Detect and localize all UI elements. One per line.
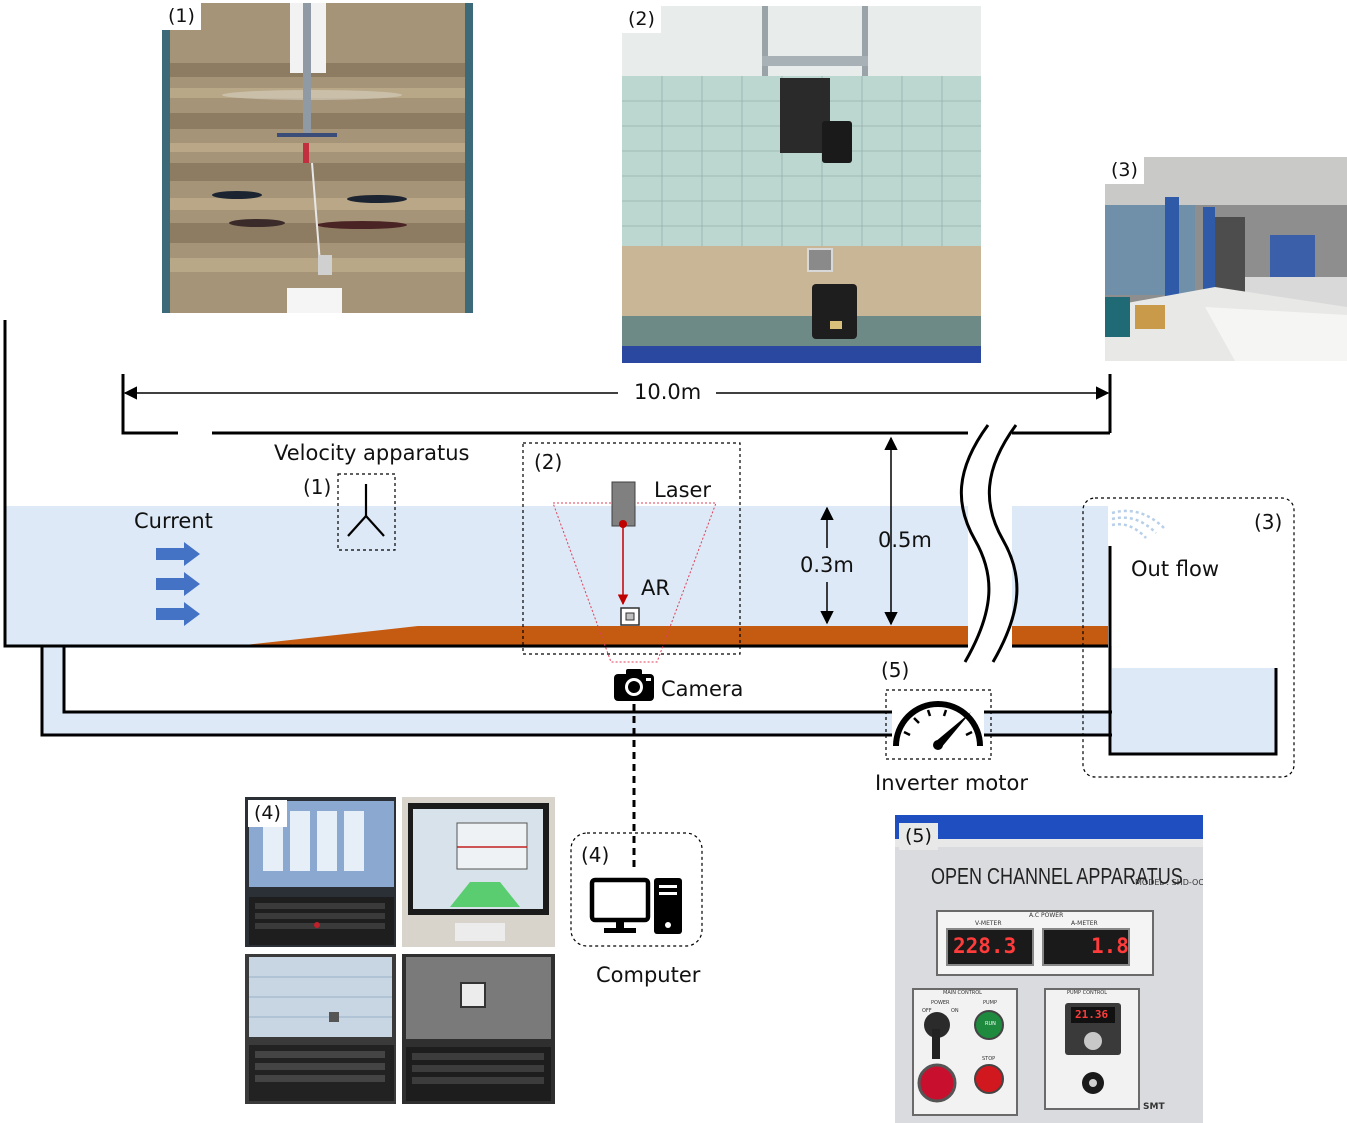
panel-brand: SMT bbox=[1143, 1102, 1165, 1112]
gauge-icon bbox=[892, 700, 984, 752]
panel-stop: STOP bbox=[982, 1056, 996, 1062]
velocity-apparatus-box bbox=[337, 473, 396, 551]
marker-3: (3) bbox=[1254, 510, 1283, 534]
panel-main-control: MAIN CONTROL bbox=[943, 990, 982, 996]
laser-zone-box bbox=[522, 442, 741, 655]
photo-tag-2: (2) bbox=[622, 6, 661, 33]
photo-control-panel: (5) OPEN CHANNEL APPARATUS MODEL : SHD-O… bbox=[895, 815, 1203, 1123]
marker-4: (4) bbox=[581, 843, 610, 867]
current-arrow-1 bbox=[156, 542, 200, 566]
panel-v-meter: V-METER bbox=[975, 920, 1002, 927]
break-symbol bbox=[959, 424, 1019, 663]
photo-tag-3: (3) bbox=[1105, 157, 1144, 184]
depth-label: 0.3m bbox=[800, 553, 854, 577]
photo-tag-5: (5) bbox=[899, 823, 938, 850]
photo-outflow-tank: (3) bbox=[1105, 157, 1347, 361]
panel-model: MODEL : SHD-OCS5 bbox=[1135, 878, 1203, 887]
computer-icon bbox=[589, 877, 682, 934]
velocity-apparatus-label: Velocity apparatus bbox=[274, 441, 470, 465]
photo-laser-rig-image bbox=[622, 6, 981, 363]
sediment-bed bbox=[236, 626, 1108, 646]
current-arrow-3 bbox=[156, 602, 200, 626]
tank-water bbox=[1112, 668, 1276, 754]
current-arrows bbox=[156, 542, 200, 626]
panel-pump: PUMP bbox=[983, 1000, 998, 1006]
laser-emitter bbox=[619, 520, 627, 528]
current-display: 1.8 bbox=[1091, 934, 1129, 958]
camera-icon bbox=[614, 669, 654, 701]
ar-label: AR bbox=[641, 576, 670, 600]
current-label: Current bbox=[134, 509, 213, 533]
photo-laser-rig: (2) bbox=[622, 6, 981, 363]
panel-on: ON bbox=[951, 1008, 959, 1014]
inverter-motor-box bbox=[885, 689, 992, 760]
photo-velocity-probe-image bbox=[162, 3, 473, 313]
marker-1: (1) bbox=[303, 475, 332, 499]
outflow-zone-box bbox=[1082, 497, 1295, 778]
panel-a-meter: A-METER bbox=[1071, 920, 1098, 927]
laser-body bbox=[611, 481, 636, 527]
current-arrow-2 bbox=[156, 572, 200, 596]
height-label: 0.5m bbox=[878, 528, 932, 552]
control-panel-image bbox=[895, 815, 1203, 1123]
computer-box bbox=[570, 832, 703, 947]
panel-pump-control: PUMP CONTROL bbox=[1067, 990, 1108, 996]
panel-power: POWER bbox=[931, 1000, 950, 1006]
computer-label: Computer bbox=[596, 963, 701, 987]
camera-view-cone bbox=[552, 502, 717, 663]
photo-tag-4: (4) bbox=[248, 800, 287, 827]
out-flow-label: Out flow bbox=[1131, 557, 1219, 581]
photo-velocity-probe: (1) bbox=[162, 3, 473, 313]
velocity-probe-icon bbox=[347, 484, 385, 537]
marker-2: (2) bbox=[534, 450, 563, 474]
voltage-display: 228.3 bbox=[953, 934, 1017, 958]
panel-ac-power: A.C POWER bbox=[1029, 912, 1064, 919]
camera-label: Camera bbox=[661, 677, 744, 701]
panel-off: OFF bbox=[922, 1008, 932, 1014]
photo-computers-image bbox=[245, 797, 555, 1104]
inverter-motor-label: Inverter motor bbox=[875, 771, 1028, 795]
photo-outflow-tank-image bbox=[1105, 157, 1347, 361]
panel-title: OPEN CHANNEL APPARATUS bbox=[931, 863, 1183, 889]
outflow-spray bbox=[1111, 509, 1165, 539]
panel-run: RUN bbox=[985, 1021, 996, 1027]
pump-display: 21.36 bbox=[1075, 1008, 1109, 1021]
photo-tag-1: (1) bbox=[162, 3, 201, 30]
laser-label: Laser bbox=[654, 478, 712, 502]
length-label: 10.0m bbox=[634, 380, 702, 404]
photo-computers: (4) bbox=[245, 797, 555, 1104]
marker-5: (5) bbox=[881, 658, 910, 682]
